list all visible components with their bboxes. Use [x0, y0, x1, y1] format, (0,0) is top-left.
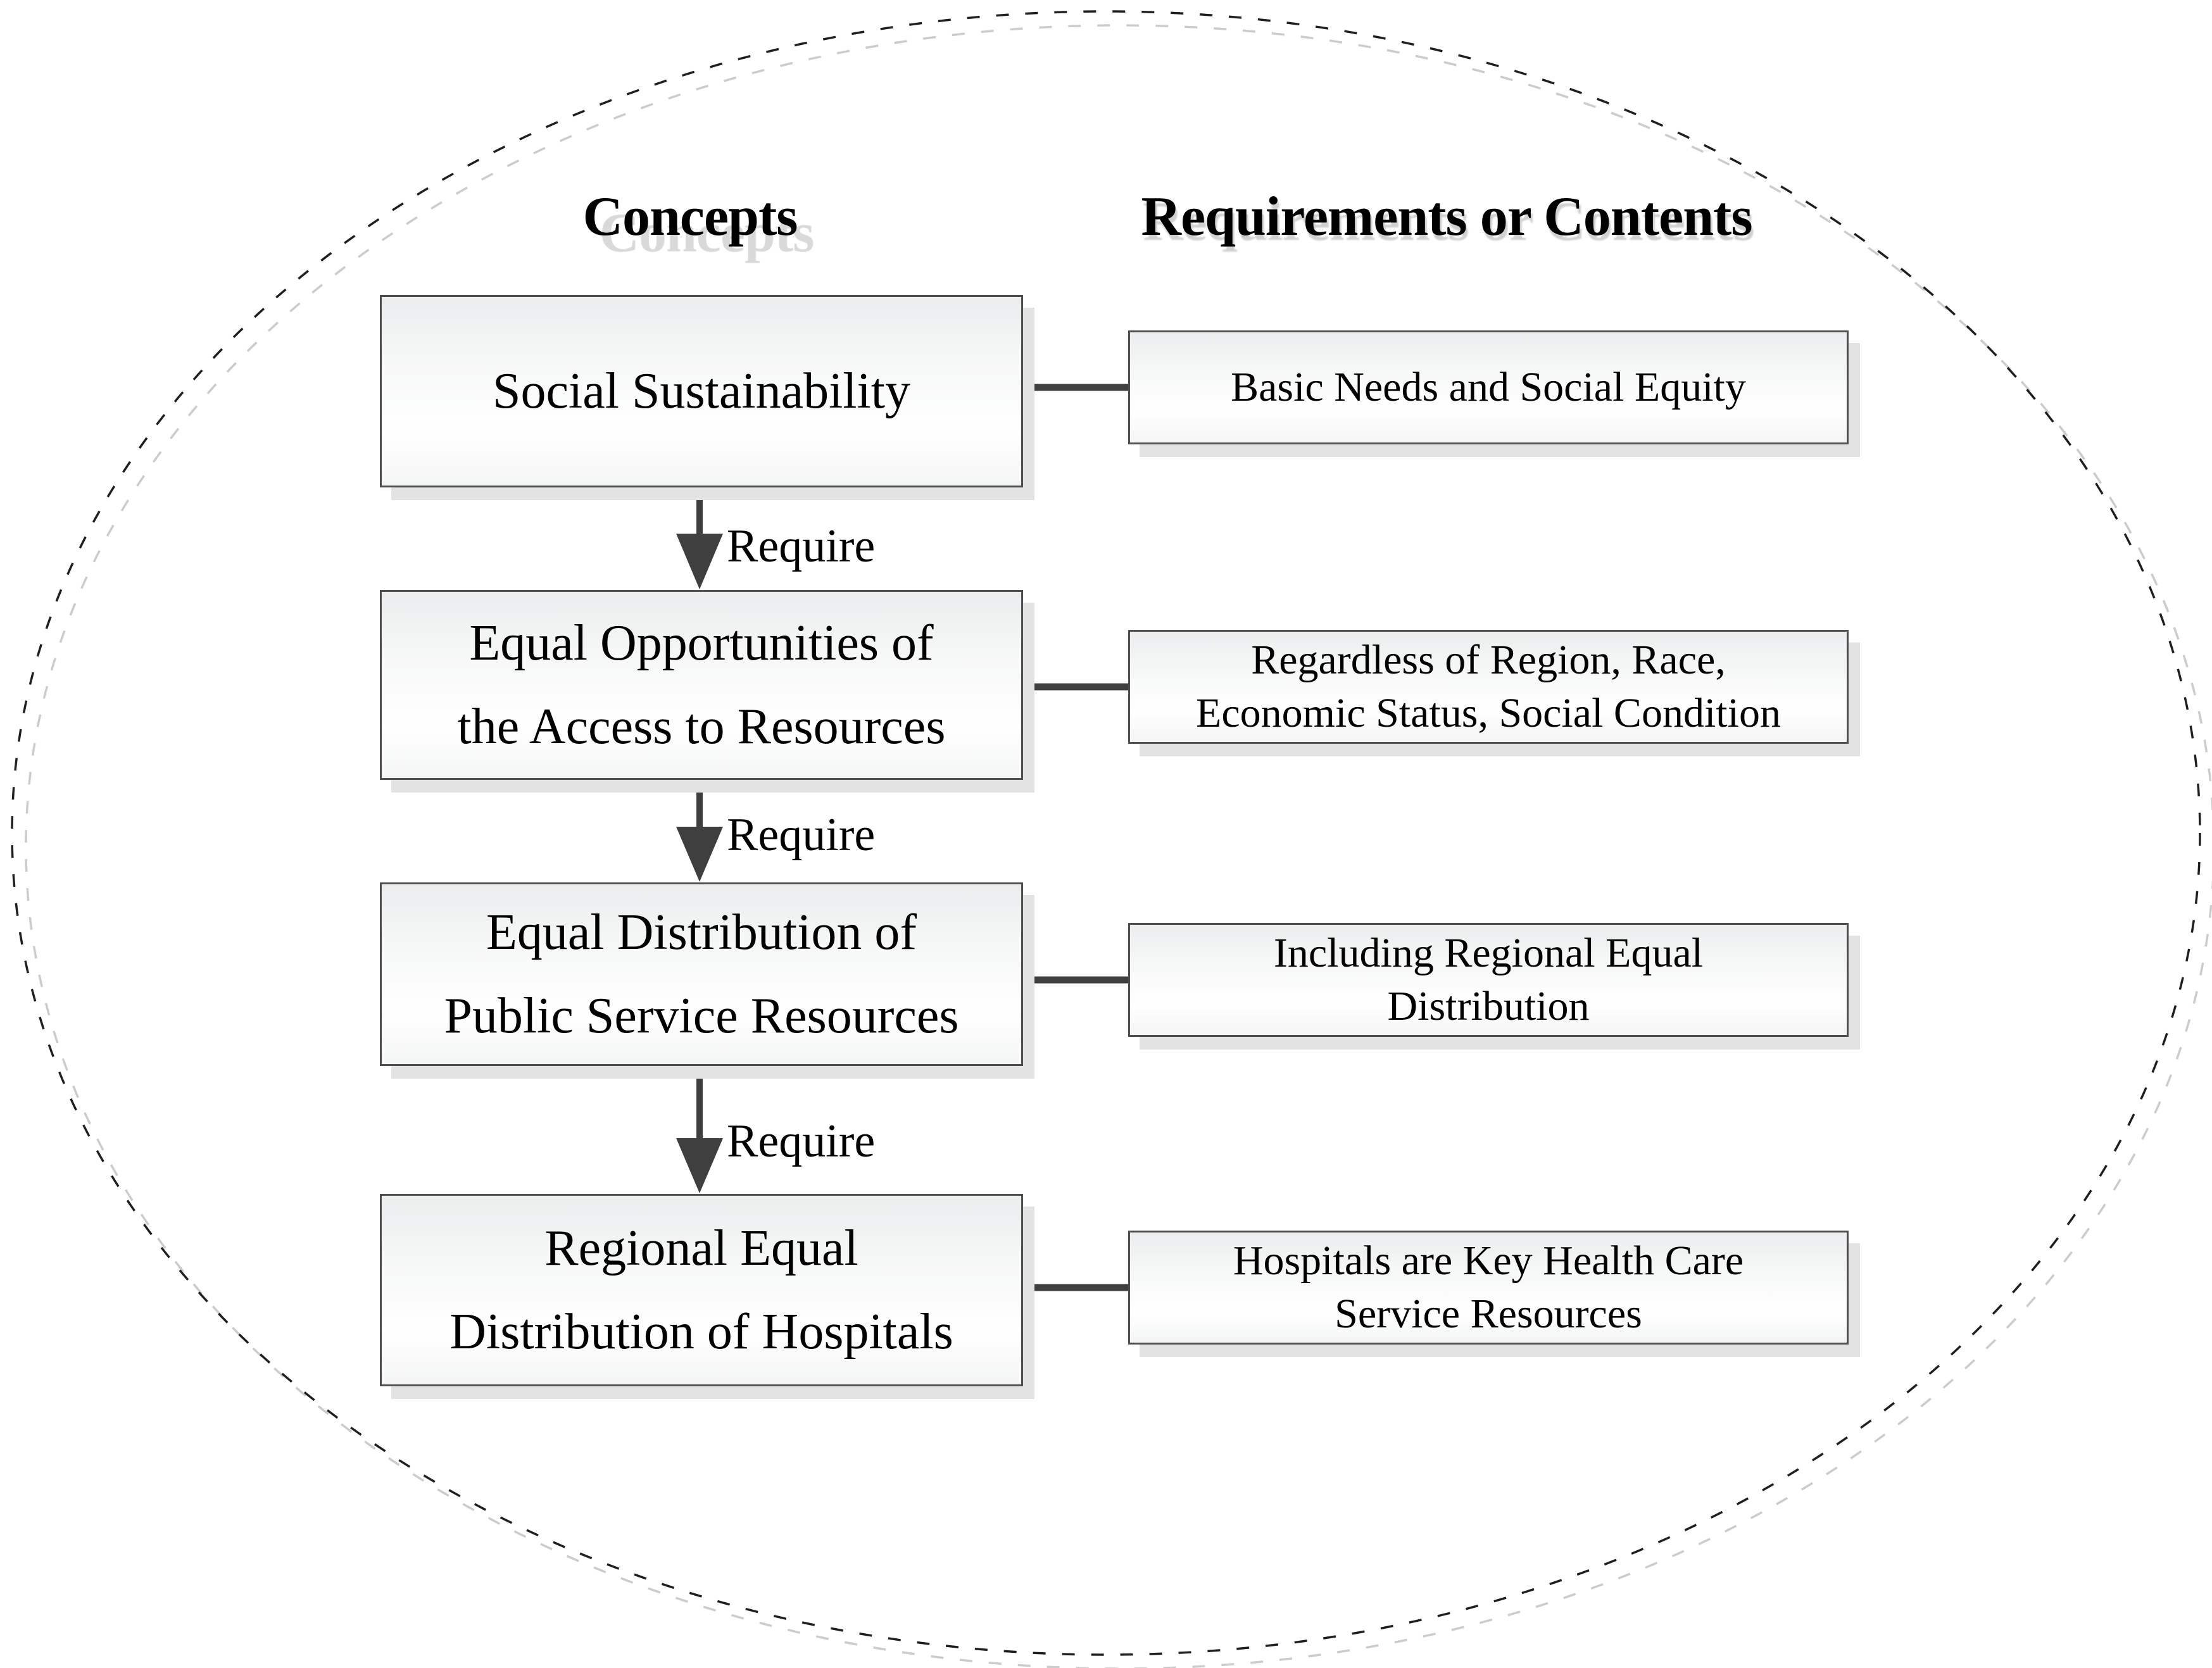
concept-box-social-sustainability: Social Sustainability: [380, 295, 1023, 487]
requirement-box-including-regional: Including Regional Equal Distribution: [1128, 923, 1849, 1037]
concept-box-text: Social Sustainability: [493, 363, 910, 419]
concept-box-text: Equal Distribution of Public Service Res…: [444, 905, 959, 1044]
require-arrowhead-3: [676, 1138, 723, 1193]
require-label-3: Require: [727, 1115, 876, 1167]
requirement-box-text: Including Regional Equal Distribution: [1273, 930, 1704, 1029]
column-header-requirements: Requirements or Contents: [1141, 186, 1752, 248]
requirement-box-text: Basic Needs and Social Equity: [1231, 364, 1746, 411]
requirement-box-hospitals-key: Hospitals are Key Health Care Service Re…: [1128, 1231, 1849, 1345]
concept-box-equal-distribution: Equal Distribution of Public Service Res…: [380, 882, 1023, 1066]
require-label-2: Require: [727, 809, 876, 861]
column-header-concepts: Concepts: [582, 186, 798, 248]
requirement-box-text: Hospitals are Key Health Care Service Re…: [1233, 1238, 1744, 1337]
requirement-box-text: Regardless of Region, Race, Economic Sta…: [1196, 637, 1781, 736]
require-arrowhead-2: [676, 827, 723, 882]
boundary-ellipse-shadow: [25, 24, 2212, 1668]
requirement-box-regardless: Regardless of Region, Race, Economic Sta…: [1128, 630, 1849, 744]
concept-box-regional-equal-distribution: Regional Equal Distribution of Hospitals: [380, 1194, 1023, 1386]
require-arrowhead-1: [676, 534, 723, 589]
concept-box-equal-opportunities: Equal Opportunities of the Access to Res…: [380, 590, 1023, 780]
concept-box-text: Equal Opportunities of the Access to Res…: [457, 615, 946, 755]
require-label-1: Require: [727, 520, 876, 572]
concept-box-text: Regional Equal Distribution of Hospitals: [449, 1220, 953, 1360]
requirement-box-basic-needs: Basic Needs and Social Equity: [1128, 330, 1849, 444]
boundary-ellipse: [11, 10, 2201, 1656]
